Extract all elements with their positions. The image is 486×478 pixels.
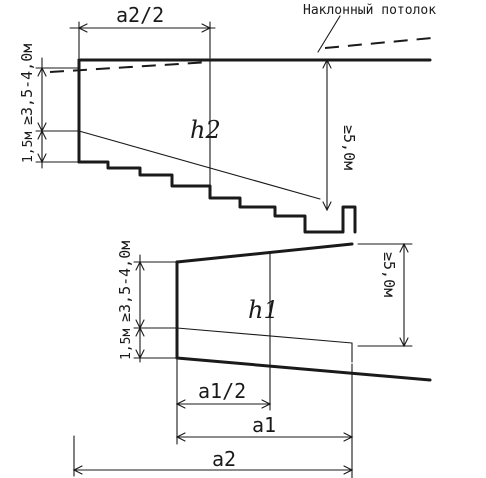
lower-5m-arrowtop (399, 242, 409, 253)
a1-half-label: a1/2 (198, 379, 246, 403)
upper-h-range-label: ≥3,5-4,0м (18, 44, 36, 125)
lower-section: h1 ≥3,5-4,0м 1,5м ≥5,0м a1/2 a1 a2 (72, 241, 432, 478)
a2-arrow-r (343, 465, 354, 475)
upper-section: Наклонный потолок a2/2 h2 ≥3,5-4,0м 1,5м… (18, 3, 436, 234)
a1-half-arrow-r (261, 399, 272, 409)
lower-low-h-label: 1,5м (119, 329, 134, 360)
a2-half-arrow-l (77, 23, 88, 33)
upper-left-arrow-a (37, 66, 47, 77)
a2-label: a2 (212, 447, 236, 471)
a1-label: a1 (252, 413, 276, 437)
ceiling-note-label: Наклонный потолок (303, 3, 436, 18)
inclined-ceiling-dashed (49, 61, 211, 73)
upper-min-h-label: ≥5,0м (340, 125, 358, 170)
a1-arrow-l (175, 432, 186, 442)
upper-left-arrow-c (37, 129, 47, 140)
upper-5m-arrowbot (322, 201, 332, 212)
lower-ceiling-line (175, 242, 354, 264)
lower-left-arrow-d (135, 349, 145, 360)
lower-min-h-label: ≥5,0м (380, 252, 398, 297)
lower-h1-label: h1 (248, 296, 279, 324)
upper-stepped-floor (77, 160, 357, 234)
lower-h-range-label: ≥3,5-4,0м (116, 241, 134, 322)
lower-sight-line (176, 327, 353, 344)
upper-sight-line (78, 130, 321, 200)
a1-half-arrow-l (175, 399, 186, 409)
a2-arrow-l (72, 465, 83, 475)
inclined-ceiling-dashed-right (324, 37, 433, 49)
upper-h2-label: h2 (190, 116, 221, 144)
a1-arrow-r (343, 432, 354, 442)
a2-half-label: a2/2 (116, 3, 164, 27)
lower-5m-arrowbot (399, 337, 409, 348)
lower-left-arrow-c (135, 326, 145, 337)
upper-left-arrow-d (37, 153, 47, 164)
a2-half-arrow-r (201, 23, 212, 33)
upper-5m-arrowtop (322, 58, 332, 69)
lower-floor-line (175, 356, 432, 382)
lower-left-arrow-a (135, 260, 145, 271)
ceiling-note-leader (317, 15, 341, 53)
upper-low-h-label: 1,5м (21, 132, 36, 163)
